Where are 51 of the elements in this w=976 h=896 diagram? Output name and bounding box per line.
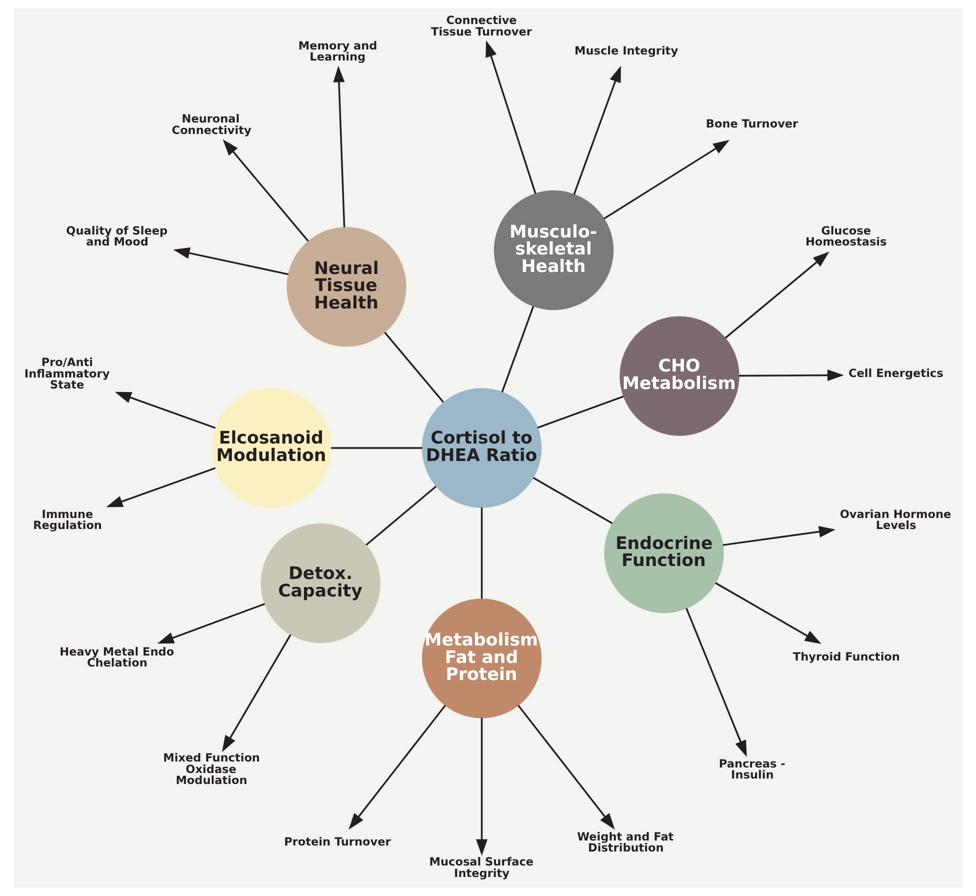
arrow xyxy=(714,582,821,644)
connector xyxy=(532,476,612,524)
node-circle: CHO Metabolism xyxy=(619,316,739,436)
arrow xyxy=(114,392,216,429)
node-text: Cell Energetics xyxy=(848,367,943,380)
connector xyxy=(536,396,624,428)
node-text: Mucosal Surface Integrity xyxy=(428,856,534,880)
node-text: Quality of Sleep and Mood xyxy=(66,224,168,249)
connector xyxy=(384,332,444,403)
node-circle: Metabolism Fat and Protein xyxy=(421,598,542,718)
node-text: Bone Turnover xyxy=(705,118,798,131)
node-text: Mixed Function Oxidase Modulation xyxy=(162,752,260,788)
node-text: Glucose Homeostasis xyxy=(804,224,886,249)
arrow xyxy=(106,467,216,508)
node-text: Pancreas - Insulin xyxy=(718,757,785,782)
arrow xyxy=(172,247,288,276)
arrow xyxy=(222,139,308,242)
arrow xyxy=(685,608,746,758)
node-text: Weight and Fat Distribution xyxy=(576,830,674,855)
node-text: Pro/Anti Inflammatory State xyxy=(24,356,110,392)
arrow xyxy=(724,252,829,339)
node-circle: Musculo- skeletal Health xyxy=(493,190,614,310)
arrow xyxy=(572,66,620,195)
arrow xyxy=(348,704,446,830)
node-text: Thyroid Function xyxy=(792,650,900,664)
arrow xyxy=(722,526,835,546)
node-text: Neuronal Connectivity xyxy=(171,112,251,137)
connector xyxy=(500,306,534,392)
node-circle: Cortisol to DHEA Ratio xyxy=(421,388,542,508)
node-text: Protein Turnover xyxy=(284,836,390,849)
arrow xyxy=(738,370,844,382)
node-text: Ovarian Hormone Levels xyxy=(839,508,951,532)
arrow xyxy=(156,603,265,644)
node-text: Memory and Learning xyxy=(298,39,377,64)
connector xyxy=(480,507,482,599)
node-text: Connective Tissue Turnover xyxy=(430,14,532,38)
connector xyxy=(330,447,422,449)
arrow xyxy=(332,66,345,228)
node-circle: Endocrine Function xyxy=(604,493,724,614)
node-circle: Detox. Capacity xyxy=(260,523,380,644)
connector xyxy=(365,486,436,546)
arrow xyxy=(476,718,488,856)
arrow xyxy=(485,40,536,194)
arrow xyxy=(221,634,291,752)
node-text: Immune Regulation xyxy=(32,508,102,532)
arrow xyxy=(603,140,730,220)
node-text: Muscle Integrity xyxy=(574,44,678,58)
arrow xyxy=(517,704,614,830)
node-text: Heavy Metal Endo Chelation xyxy=(59,645,174,670)
node-circle: Neural Tissue Health xyxy=(286,226,406,347)
node-circle: Elcosanoid Modulation xyxy=(211,388,331,508)
